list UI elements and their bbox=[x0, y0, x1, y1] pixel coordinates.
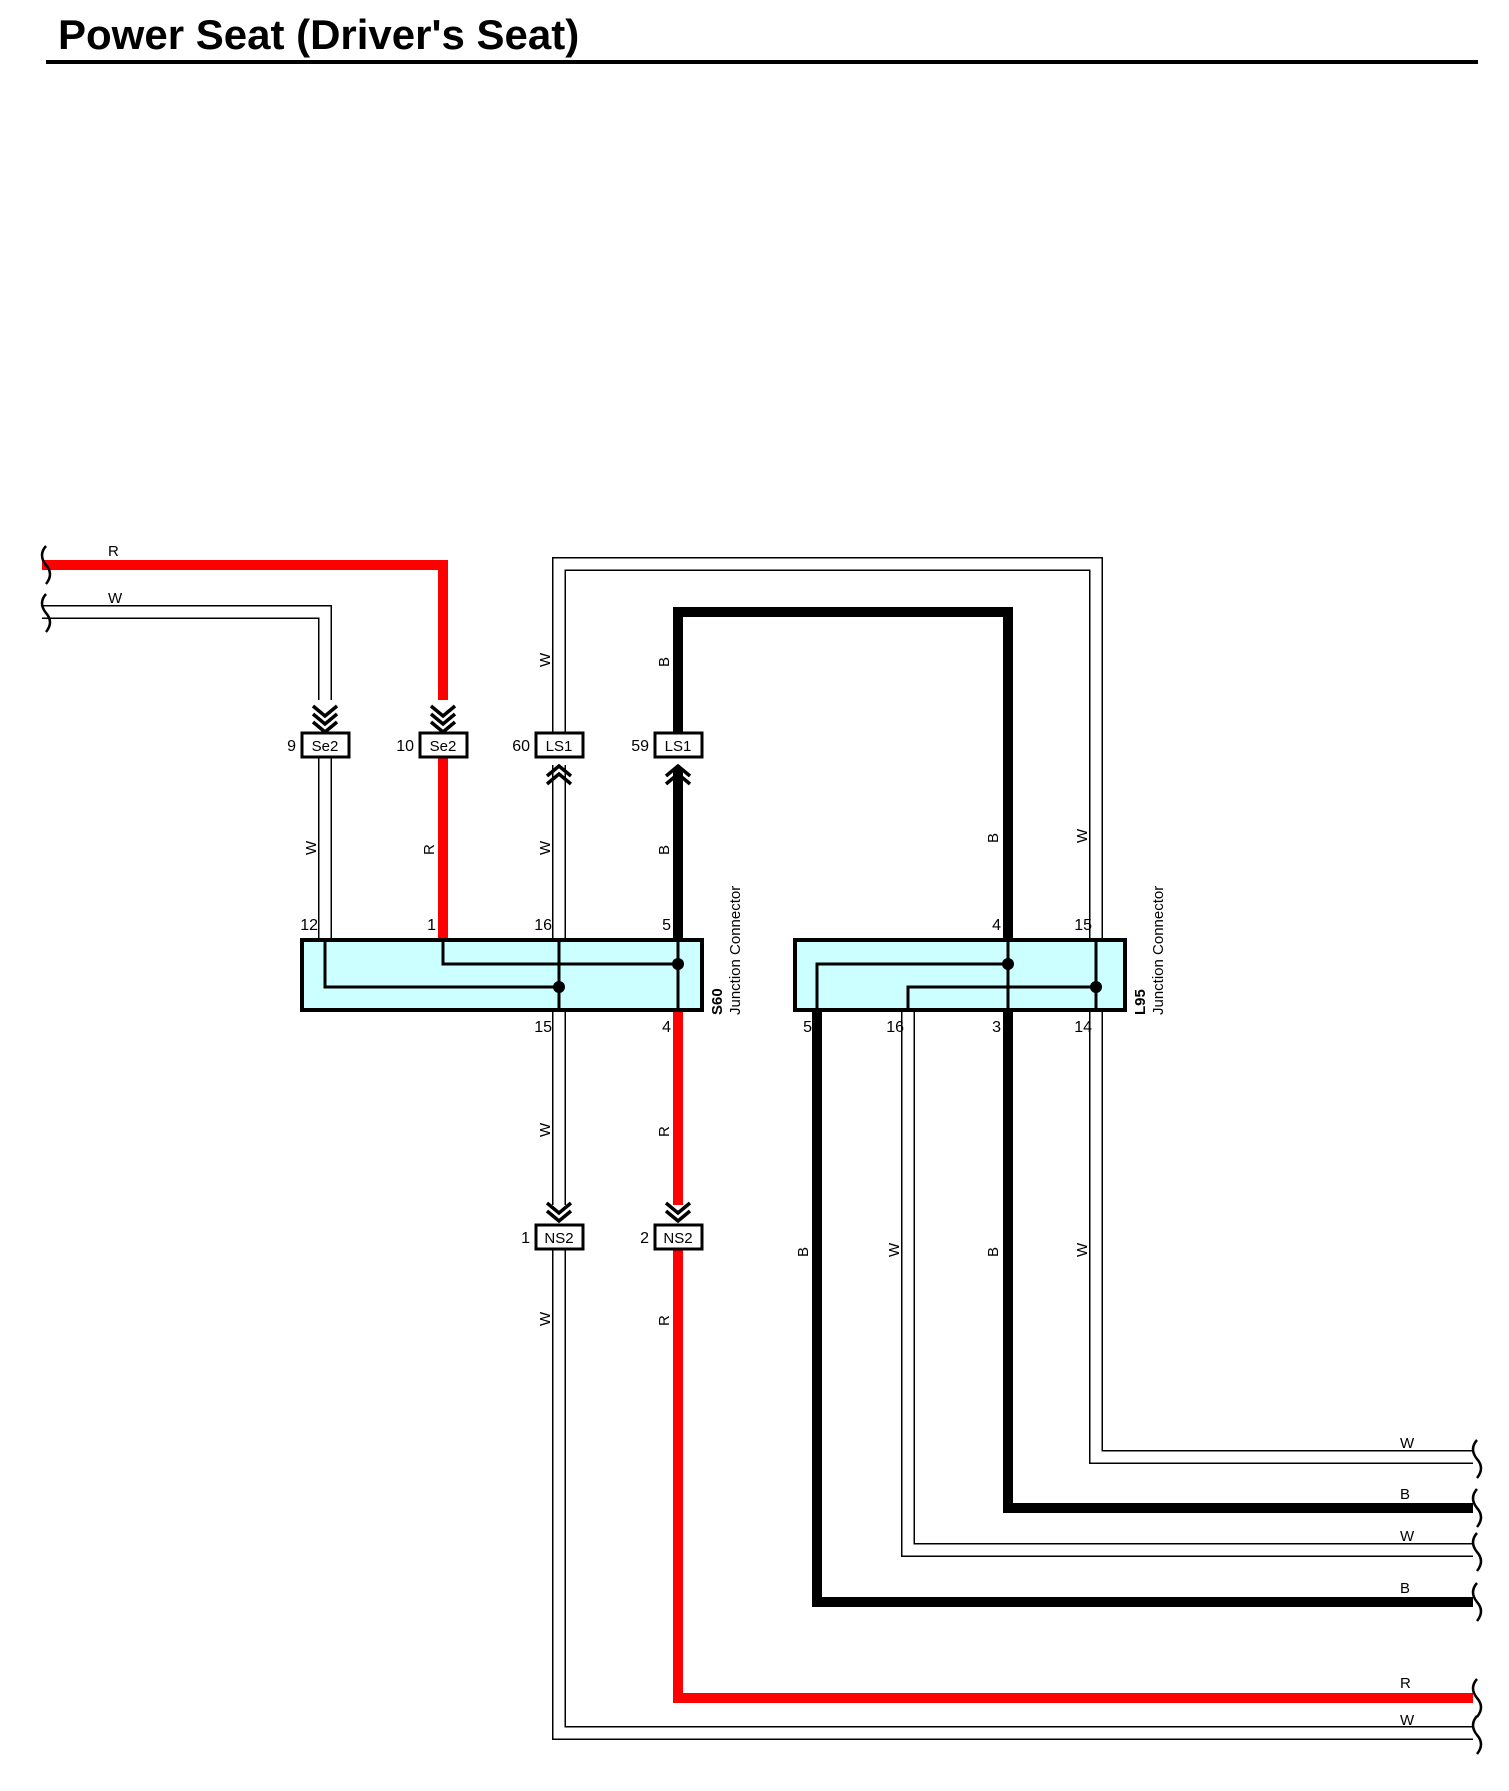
junction-s60[interactable]: 12 1 16 5 15 4 S60 Junction Connector bbox=[300, 886, 744, 1036]
red-wires bbox=[42, 560, 1473, 1703]
pin-number: 4 bbox=[662, 1019, 671, 1036]
white-wires bbox=[42, 557, 1473, 1740]
connector-ns2-pin1[interactable]: NS2 1 bbox=[521, 1223, 585, 1251]
wire-label: R bbox=[656, 1126, 673, 1137]
wire-label: B bbox=[656, 657, 673, 667]
connector-ls1-pin59[interactable]: LS1 59 bbox=[631, 731, 704, 759]
break-right-2 bbox=[1471, 1488, 1483, 1528]
splice-dot bbox=[672, 958, 684, 970]
chevron-up-icon bbox=[664, 763, 692, 786]
connector-label: LS1 bbox=[546, 738, 573, 755]
pin-number: 16 bbox=[886, 1019, 904, 1036]
wire-w-l95-16-output bbox=[901, 1008, 1473, 1557]
junction-name: L95 bbox=[1132, 989, 1149, 1015]
connector-ns2-pin2[interactable]: NS2 2 bbox=[640, 1223, 704, 1251]
pin-number: 1 bbox=[427, 917, 436, 934]
wire-label: W bbox=[1400, 1528, 1415, 1545]
wire-label: W bbox=[886, 1242, 903, 1257]
pin-number: 15 bbox=[1074, 917, 1092, 934]
wire-label: R bbox=[656, 1315, 673, 1326]
wire-r-left-input bbox=[42, 560, 448, 700]
chevron-down-icon bbox=[311, 704, 339, 735]
wire-label: W bbox=[108, 590, 123, 607]
wire-label: W bbox=[303, 840, 320, 855]
chevron-down-icon bbox=[664, 1201, 692, 1224]
wire-b-l95-5-output bbox=[812, 1008, 1473, 1607]
wire-label: R bbox=[108, 543, 119, 560]
splice-dot bbox=[1090, 981, 1102, 993]
wire-w-left-input bbox=[42, 605, 332, 700]
connector-label: Se2 bbox=[312, 738, 339, 755]
break-right-5 bbox=[1471, 1678, 1483, 1718]
chevron-down-icon bbox=[545, 1201, 573, 1224]
pin-number: 2 bbox=[640, 1230, 649, 1247]
connector-label: Se2 bbox=[430, 738, 457, 755]
break-right-4 bbox=[1471, 1582, 1483, 1622]
chevron-up-icon bbox=[545, 763, 573, 786]
break-right-6 bbox=[1471, 1715, 1483, 1755]
wire-label: W bbox=[537, 1311, 554, 1326]
pin-number: 59 bbox=[631, 738, 649, 755]
wire-r-ns2-output bbox=[673, 1247, 1473, 1703]
break-left-r bbox=[40, 545, 52, 585]
wire-label: W bbox=[537, 1122, 554, 1137]
pin-number: 10 bbox=[396, 738, 414, 755]
black-wires bbox=[673, 607, 1473, 1607]
connector-label: NS2 bbox=[544, 1230, 573, 1247]
connector-ls1-pin60[interactable]: LS1 60 bbox=[512, 731, 585, 759]
junction-description: Junction Connector bbox=[1150, 886, 1167, 1015]
pin-number: 60 bbox=[512, 738, 530, 755]
wire-label: B bbox=[656, 845, 673, 855]
junction-l95[interactable]: 4 15 5 16 3 14 L95 Junction Connector bbox=[793, 886, 1167, 1036]
inline-connectors: Se2 9 Se2 10 LS1 60 LS1 59 NS2 1 bbox=[287, 731, 704, 1251]
l95-internal-bus bbox=[815, 940, 1098, 1010]
connector-se2-pin10[interactable]: Se2 10 bbox=[396, 731, 469, 759]
wire-label: B bbox=[795, 1247, 812, 1257]
wire-label: B bbox=[985, 1247, 1002, 1257]
pin-number: 12 bbox=[300, 917, 318, 934]
pin-number: 1 bbox=[521, 1230, 530, 1247]
break-right-3 bbox=[1471, 1532, 1483, 1572]
break-left-w bbox=[40, 593, 52, 633]
break-right-1 bbox=[1471, 1439, 1483, 1479]
wire-break-marks bbox=[40, 545, 1483, 1755]
s60-internal-bus bbox=[323, 940, 680, 1010]
wire-w-ns2-output bbox=[552, 1247, 1473, 1740]
wire-label: W bbox=[1074, 1242, 1091, 1257]
wire-label: W bbox=[1074, 828, 1091, 843]
pin-number: 14 bbox=[1074, 1019, 1092, 1036]
junction-description: Junction Connector bbox=[727, 886, 744, 1015]
pin-number: 4 bbox=[992, 917, 1001, 934]
connector-se2-pin9[interactable]: Se2 9 bbox=[287, 731, 351, 759]
pin-number: 5 bbox=[662, 917, 671, 934]
page-title: Power Seat (Driver's Seat) bbox=[58, 11, 579, 58]
wire-label: B bbox=[1400, 1580, 1410, 1597]
junction-name: S60 bbox=[709, 988, 726, 1015]
wire-w-l95-14-output bbox=[1089, 1008, 1473, 1464]
splice-dot bbox=[553, 981, 565, 993]
pin-number: 3 bbox=[992, 1019, 1001, 1036]
wire-label: W bbox=[1400, 1435, 1415, 1452]
wire-label: R bbox=[1400, 1675, 1411, 1692]
pin-number: 9 bbox=[287, 738, 296, 755]
wire-label: B bbox=[985, 833, 1002, 843]
wire-label: W bbox=[1400, 1712, 1415, 1729]
pin-number: 16 bbox=[534, 917, 552, 934]
wire-color-labels: R W W B W B R W W B W R W B B W W R W R … bbox=[108, 543, 1415, 1729]
wire-label: W bbox=[537, 840, 554, 855]
wire-label: B bbox=[1400, 1486, 1410, 1503]
wire-b-l95-3-output bbox=[1003, 1008, 1473, 1513]
wire-label: W bbox=[537, 652, 554, 667]
pin-number: 15 bbox=[534, 1019, 552, 1036]
connector-label: NS2 bbox=[663, 1230, 692, 1247]
splice-dot bbox=[1002, 958, 1014, 970]
chevron-down-icon bbox=[429, 704, 457, 735]
wire-label: R bbox=[421, 844, 438, 855]
connector-chevrons bbox=[311, 704, 692, 1224]
wire-b-ls1-loop bbox=[673, 607, 1013, 940]
pin-number: 5 bbox=[803, 1019, 812, 1036]
connector-label: LS1 bbox=[665, 738, 692, 755]
